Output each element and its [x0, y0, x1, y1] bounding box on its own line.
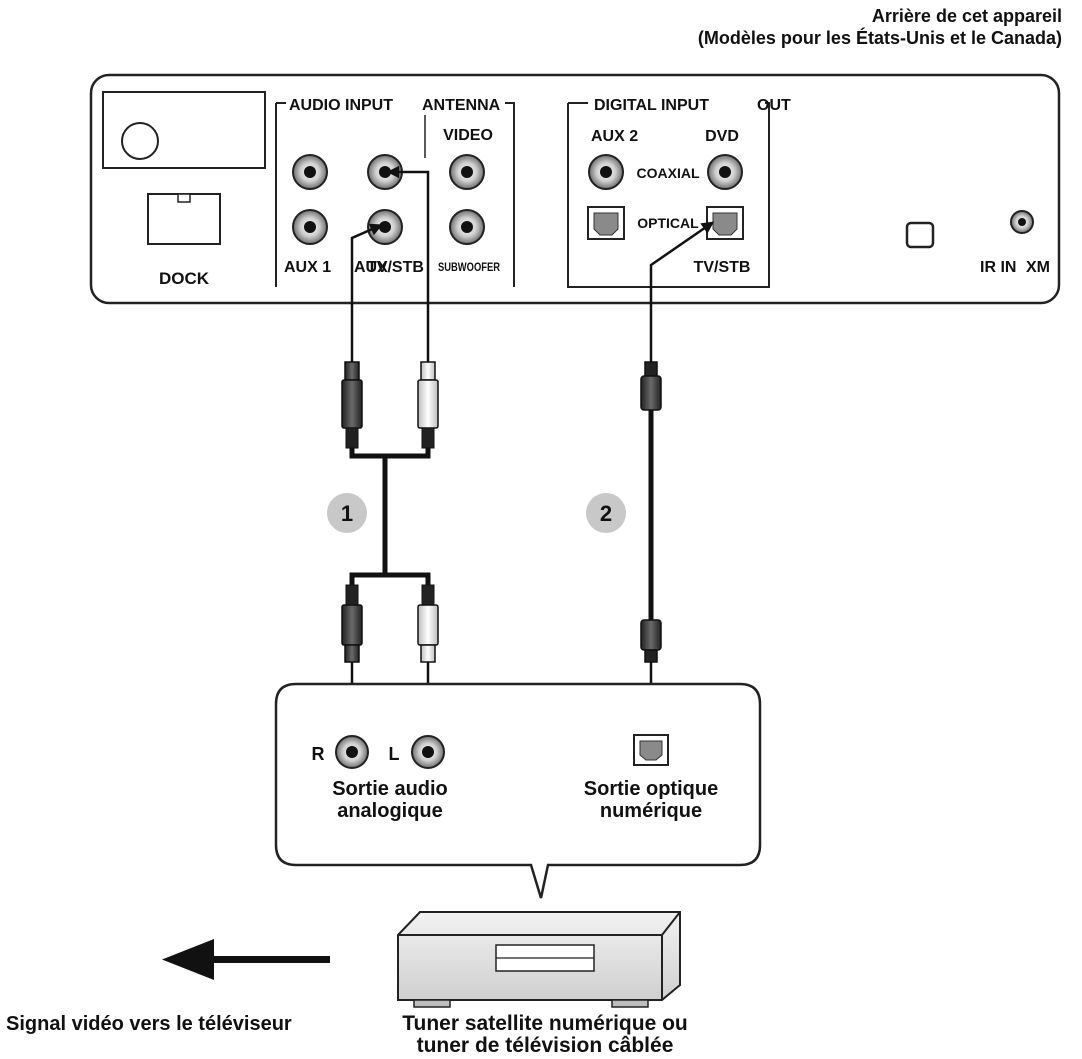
ir-in-jack	[1010, 210, 1034, 234]
subwoofer-label: SUBWOOFER	[438, 260, 500, 274]
tuner-caption-line1: Tuner satellite numérique ou	[402, 1012, 688, 1035]
optical-caption-line2: numérique	[599, 800, 703, 822]
xm-label: XM	[1026, 259, 1050, 276]
video-upper-jack	[449, 154, 485, 190]
fan-circle	[121, 122, 159, 160]
digital-input-bracket	[567, 102, 770, 288]
digital-tvstb-label: TV/STB	[694, 259, 751, 276]
tuner-caption: Tuner satellite numérique ou tuner de té…	[380, 1013, 710, 1057]
aux1-lower-jack	[292, 209, 328, 245]
video-signal-caption: Signal vidéo vers le téléviseur	[6, 1013, 292, 1035]
svg-text:1: 1	[341, 501, 353, 526]
out-label: OUT	[757, 97, 791, 114]
analog-caption-line1: Sortie audio	[332, 778, 448, 800]
analog-out-r-jack	[335, 735, 369, 769]
optical-out-port	[633, 734, 669, 766]
optical-caption-line1: Sortie optique	[583, 778, 719, 800]
tvstb-audio-jack	[367, 209, 403, 245]
rca-plug-right-upper	[341, 361, 363, 449]
aux1-upper-jack	[292, 154, 328, 190]
coaxial-label: COAXIAL	[637, 165, 700, 181]
step-badge-2: 2	[586, 493, 626, 533]
digital-input-title: DIGITAL INPUT	[594, 97, 709, 114]
r-label: R	[312, 744, 325, 764]
subwoofer-jack	[449, 209, 485, 245]
aux-label: AUX	[354, 259, 388, 276]
tuner-device	[397, 911, 681, 1008]
analog-caption-line2: analogique	[337, 800, 443, 822]
tuner-caption-line2: tuner de télévision câblée	[416, 1034, 674, 1057]
svg-text:2: 2	[600, 501, 612, 526]
coaxial-dvd-jack	[707, 154, 743, 190]
optical-tvstb-port	[706, 206, 744, 240]
receiver-rear-panel: DOCK AUDIO INPUT ANTENNA VIDEO	[89, 73, 1061, 305]
audio-input-title: AUDIO INPUT	[289, 97, 393, 114]
optical-plug-lower	[640, 619, 662, 663]
optical-plug-upper	[640, 361, 662, 411]
dock-label: DOCK	[159, 269, 210, 288]
optical-label: OPTICAL	[637, 215, 699, 231]
header-line2: (Modèles pour les États-Unis et le Canad…	[698, 27, 1062, 48]
l-label: L	[389, 744, 400, 764]
dvd-label: DVD	[705, 128, 739, 145]
aux2-label: AUX 2	[591, 128, 638, 145]
optical-aux2-port	[587, 206, 625, 240]
xm-port	[905, 221, 935, 249]
analog-out-l-jack	[411, 735, 445, 769]
optical-output-caption: Sortie optique numérique	[566, 778, 736, 822]
aux1-label: AUX 1	[284, 259, 331, 276]
analog-audio-cable	[345, 165, 435, 727]
header-line1: Arrière de cet appareil	[872, 6, 1062, 26]
rca-plug-left-lower	[417, 584, 439, 663]
antenna-label: ANTENNA	[422, 97, 501, 114]
analog-output-caption: Sortie audio analogique	[300, 778, 480, 822]
coaxial-aux2-jack	[588, 154, 624, 190]
rca-plug-left-upper	[417, 361, 439, 449]
tvstb-audio-label: TV/STB	[367, 259, 424, 276]
ir-in-label: IR IN	[980, 259, 1016, 276]
rca-plug-right-lower	[341, 584, 363, 663]
video-label: VIDEO	[443, 127, 493, 144]
audio-input-bracket	[275, 102, 515, 287]
step-badge-1: 1	[327, 493, 367, 533]
video-signal-arrow	[162, 939, 330, 980]
